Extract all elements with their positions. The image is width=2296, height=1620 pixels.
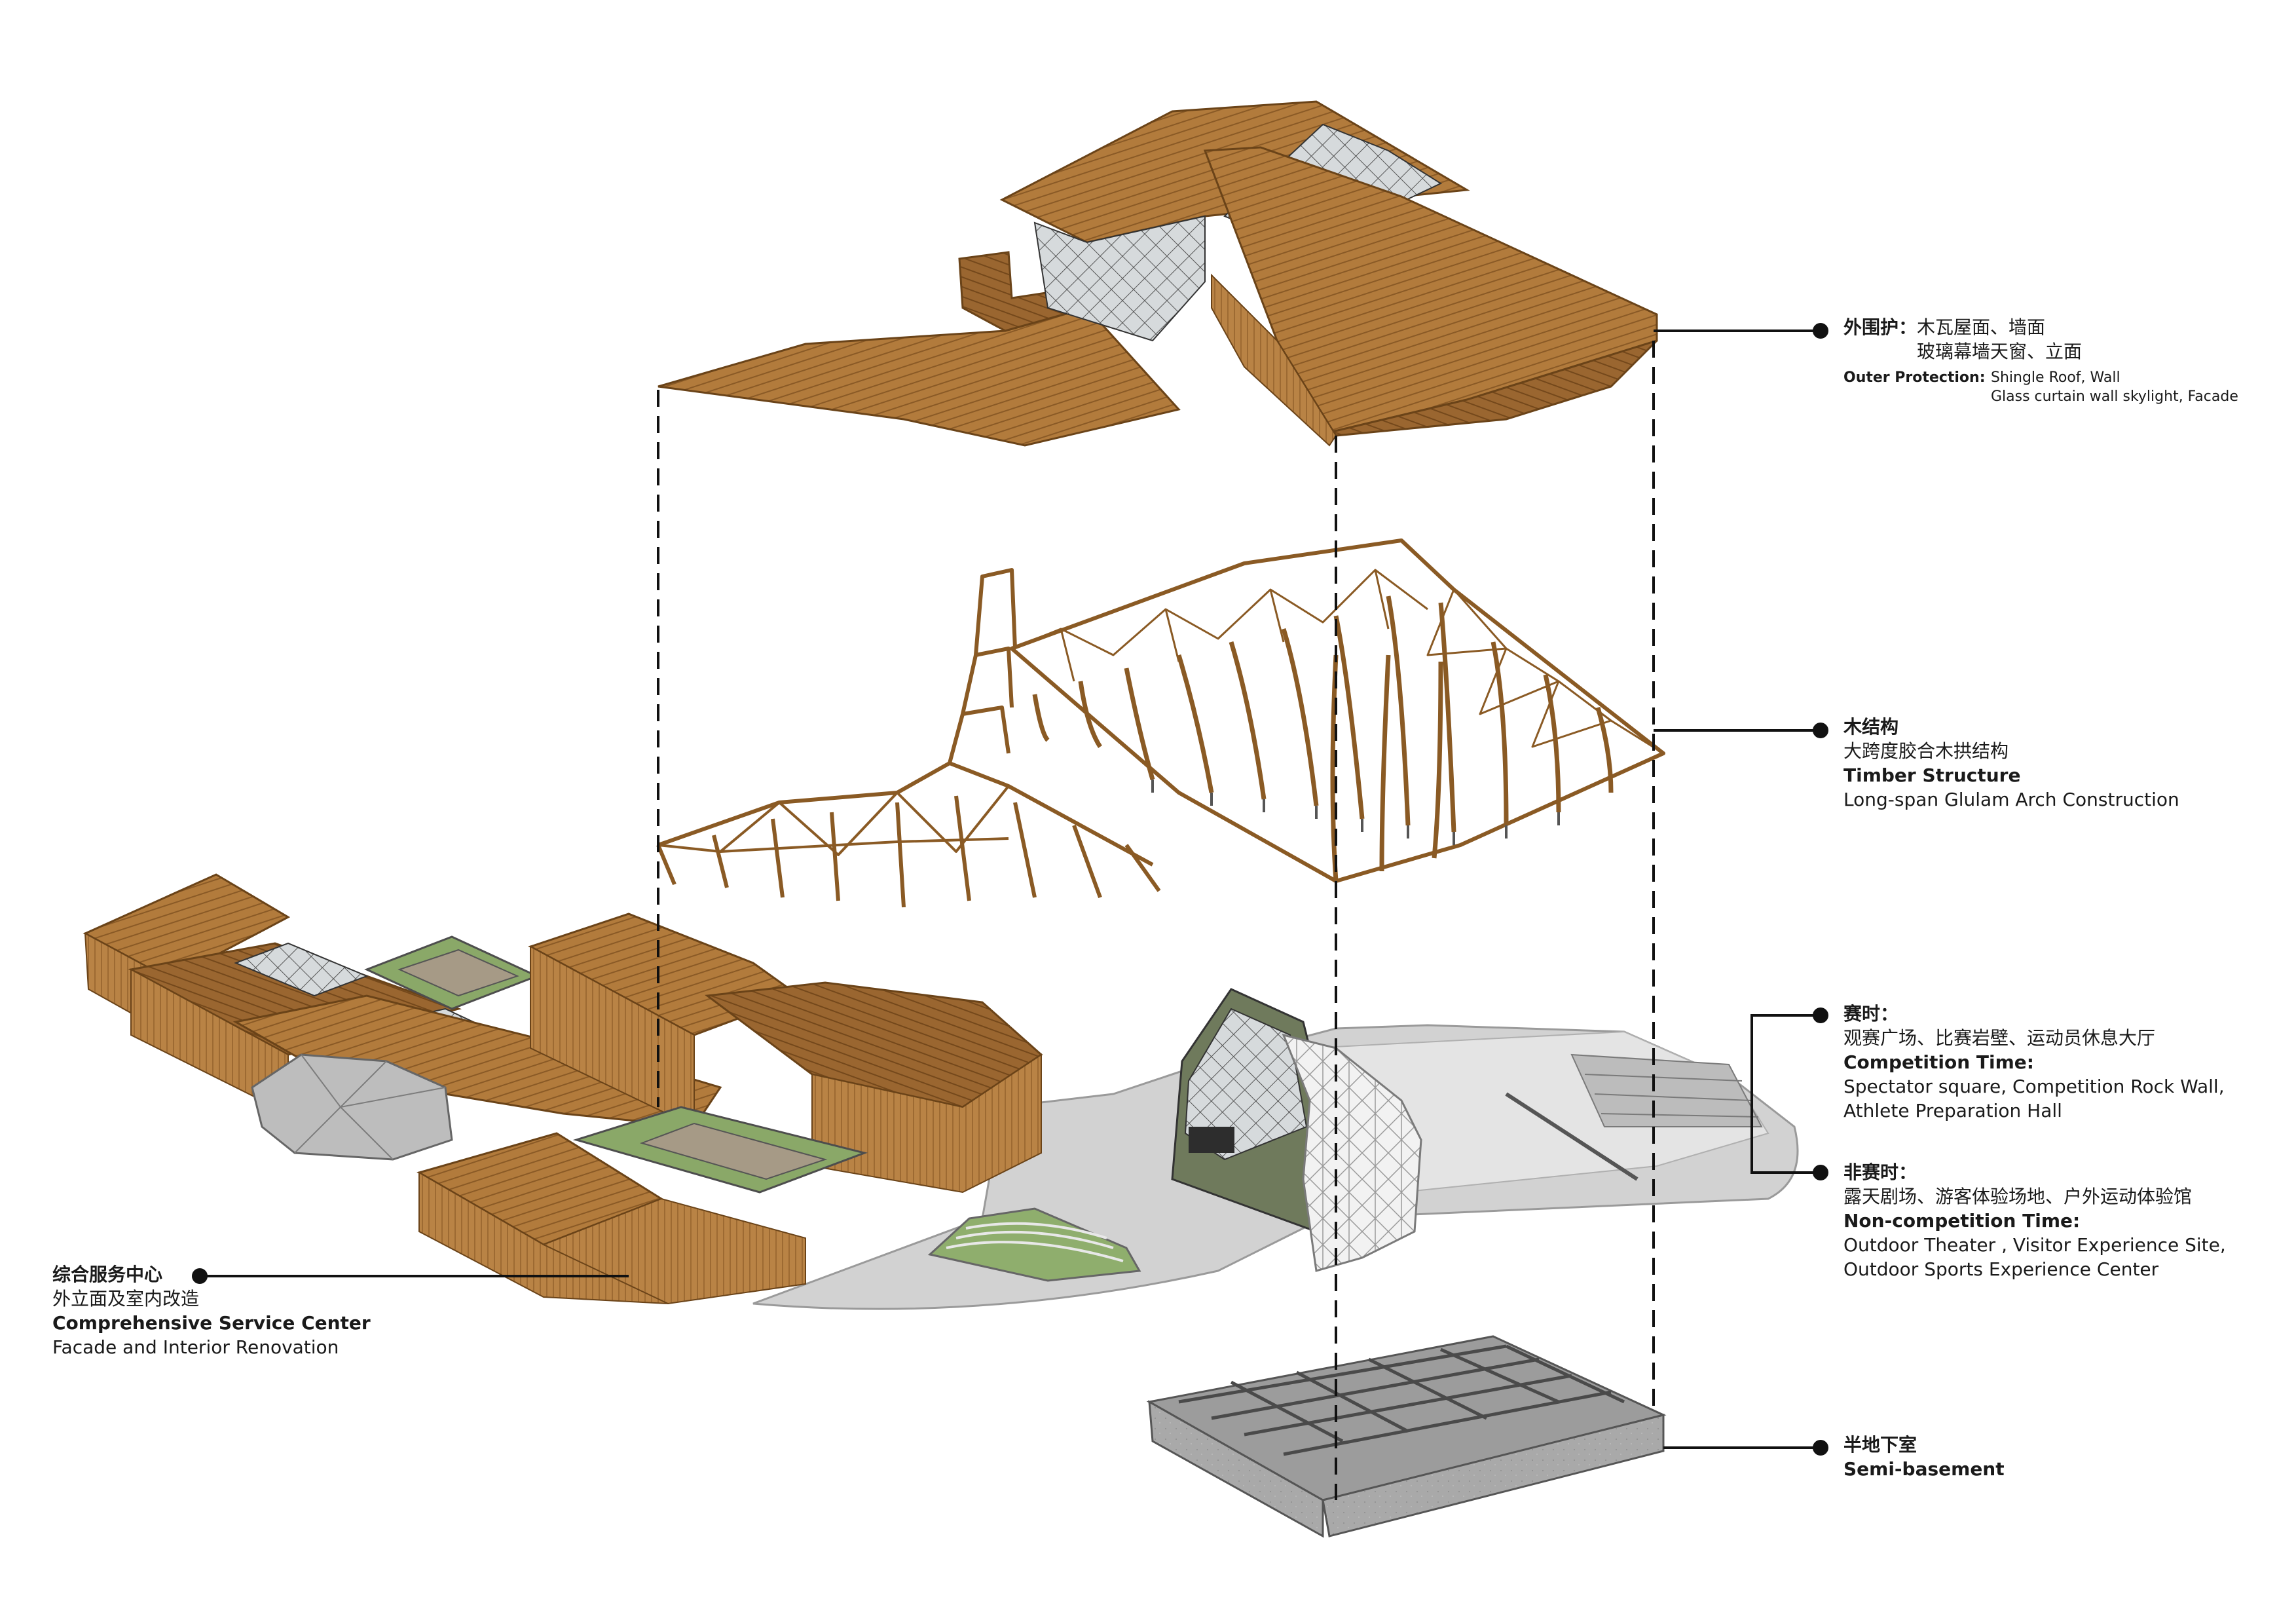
competition-en-line2: Athlete Preparation Hall — [1843, 1099, 2062, 1121]
timber-structure-zh-desc: 大跨度胶合木拱结构 — [1843, 740, 2009, 762]
competition-rock-wall — [1282, 1033, 1422, 1272]
outer-protection-zh-lines: 木瓦屋面、墙面玻璃幕墙天窗、立面 — [1917, 316, 2082, 364]
dot-outer-protection — [1813, 323, 1828, 339]
climbing-hall-screen — [1189, 1127, 1234, 1153]
timber-structure-layer — [656, 538, 1665, 908]
alignment-dashed-lines — [657, 341, 1655, 1500]
timber-structure-en-title: Timber Structure — [1843, 764, 2021, 786]
climbing-hall — [1171, 988, 1422, 1272]
service-block-front-side — [542, 1197, 806, 1305]
callout-leaders — [192, 323, 1828, 1456]
outer-protection-zh-line1: 木瓦屋面、墙面 — [1917, 316, 2046, 338]
label-timber-structure: 木结构 大跨度胶合木拱结构 Timber Structure Long-span… — [1843, 715, 2179, 812]
label-outer-protection: 外围护：木瓦屋面、墙面玻璃幕墙天窗、立面 Outer Protection: Sh… — [1843, 316, 2238, 406]
service-center-building — [83, 873, 1043, 1305]
outer-protection-en-line2: Glass curtain wall skylight, Facade — [1991, 388, 2238, 405]
outer-protection-en-title: Outer Protection: — [1843, 369, 1986, 386]
grey-faceted-pavilion — [251, 1053, 453, 1161]
label-competition-time: 赛时： 观赛广场、比赛岩壁、运动员休息大厅 Competition Time: … — [1843, 1002, 2225, 1123]
service-center-en-title: Comprehensive Service Center — [52, 1311, 371, 1334]
basement-front-face — [1148, 1400, 1324, 1538]
service-center-zh-desc: 外立面及室内改造 — [52, 1287, 200, 1309]
competition-en-line1: Spectator square, Competition Rock Wall, — [1843, 1075, 2225, 1097]
label-semi-basement: 半地下室 Semi-basement — [1843, 1433, 2005, 1482]
dot-competition — [1813, 1008, 1828, 1023]
outer-protection-en-line1: Shingle Roof, Wall — [1991, 369, 2120, 386]
timber-structure-en-desc: Long-span Glulam Arch Construction — [1843, 788, 2179, 810]
ground-level-layer — [752, 1024, 1799, 1310]
roof-right-facade — [1276, 339, 1658, 437]
basement-room-walls — [1178, 1344, 1625, 1456]
timber-arch-hall-arches — [1032, 595, 1614, 882]
roof-deck-1 — [398, 949, 519, 997]
roof-deck-2 — [639, 1122, 828, 1180]
competition-zh-desc: 观赛广场、比赛岩壁、运动员休息大厅 — [1843, 1027, 2156, 1049]
non-competition-zh-title: 非赛时： — [1843, 1161, 1917, 1183]
climbing-hall-geodesic — [1184, 1008, 1308, 1161]
theater-seat-rows — [946, 1222, 1124, 1262]
timber-arch-hall-lattice — [1011, 569, 1664, 755]
roof-right-front-wall — [1211, 273, 1337, 447]
dot-timber-structure — [1813, 723, 1828, 738]
service-center-en-desc: Facade and Interior Renovation — [52, 1336, 339, 1358]
glass-curtain-wall — [1033, 215, 1206, 342]
dot-service-center — [192, 1268, 208, 1284]
non-competition-en-title: Non-competition Time: — [1843, 1209, 2081, 1232]
outer-protection-zh-line2: 玻璃幕墙天窗、立面 — [1917, 340, 2083, 362]
non-competition-zh-desc: 露天剧场、游客体验场地、户外运动体验馆 — [1843, 1185, 2193, 1207]
dot-semi-basement — [1813, 1440, 1828, 1456]
semi-basement-layer — [1146, 1335, 1667, 1538]
dot-non-competition — [1813, 1165, 1828, 1180]
service-center-zh-title: 综合服务中心 — [52, 1264, 163, 1285]
competition-en-title: Competition Time: — [1843, 1051, 2034, 1073]
service-skylight-1 — [234, 942, 369, 997]
roof-left-wing — [657, 307, 1181, 447]
roof-shell-layer — [657, 100, 1658, 447]
label-non-competition-time: 非赛时： 露天剧场、游客体验场地、户外运动体验馆 Non-competition… — [1843, 1161, 2226, 1282]
timber-structure-zh-title: 木结构 — [1843, 716, 1899, 738]
non-competition-en-line1: Outdoor Theater , Visitor Experience Sit… — [1843, 1234, 2226, 1256]
timber-frame-left-truss — [657, 785, 1010, 856]
timber-frame-left — [656, 761, 1161, 908]
basement-side-face — [1322, 1414, 1665, 1537]
timber-arch-feet — [1151, 780, 1560, 845]
competition-zh-title: 赛时： — [1843, 1003, 1899, 1025]
non-competition-en-line2: Outdoor Sports Experience Center — [1843, 1258, 2159, 1280]
semi-basement-zh-title: 半地下室 — [1843, 1434, 1917, 1456]
plaza-rail — [1505, 1092, 1639, 1181]
leader-bracket-competition — [1750, 1014, 1821, 1174]
plaza-stair-grid — [1570, 1053, 1763, 1127]
timber-frame-steps — [948, 568, 1017, 764]
outer-protection-zh-title: 外围护： — [1843, 316, 1917, 338]
timber-arch-hall-ridge — [1010, 538, 1665, 883]
label-service-center: 综合服务中心 外立面及室内改造 Comprehensive Service Ce… — [52, 1263, 371, 1360]
pavilion-facets — [294, 1054, 446, 1160]
semi-basement-en-title: Semi-basement — [1843, 1458, 2005, 1480]
